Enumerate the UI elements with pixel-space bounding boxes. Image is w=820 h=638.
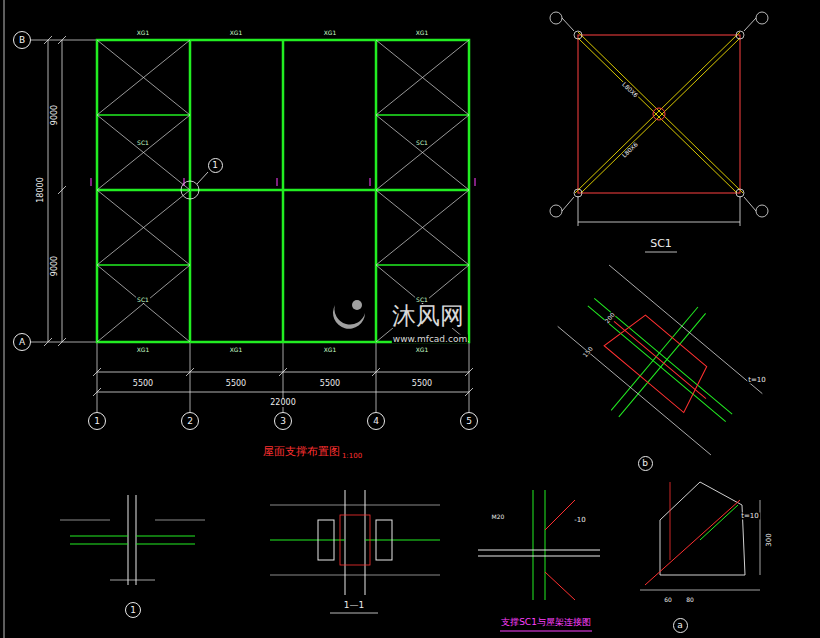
bubble-text: b xyxy=(642,459,648,468)
axis-bubble: b xyxy=(638,456,653,471)
axis-bubble: 2 xyxy=(181,412,199,430)
plate-note: t=10 xyxy=(747,377,767,384)
member-tag: XG1 xyxy=(415,347,430,353)
dimension: 5500 xyxy=(132,380,154,388)
member-tag: SC1 xyxy=(136,297,150,303)
member-tag: XG1 xyxy=(323,30,338,36)
dimension-lines xyxy=(44,36,473,396)
bolt-note: M20 xyxy=(491,514,506,520)
sc1-connection xyxy=(478,490,600,631)
bubble-text: 1 xyxy=(212,161,218,170)
sc1-detail xyxy=(550,12,768,252)
axis-bubble: 1 xyxy=(208,158,223,173)
axis-bubble: A xyxy=(13,333,31,351)
bubble-text: 3 xyxy=(280,417,286,426)
member-tag: XG1 xyxy=(136,30,151,36)
bracing-diagonals xyxy=(97,40,469,342)
sheet-border xyxy=(4,0,5,638)
dimension: 80 xyxy=(685,597,695,603)
member-tag: XG1 xyxy=(229,30,244,36)
scale-text: 1:100 xyxy=(341,453,363,460)
section-size: L80X6 xyxy=(620,81,639,100)
dimension: 18000 xyxy=(37,176,45,203)
detail-title: SC1 xyxy=(649,238,673,249)
section-1-1 xyxy=(270,490,440,613)
dimension: 200 xyxy=(603,311,616,325)
axis-bubble: 5 xyxy=(460,412,478,430)
axis-bubble: 1 xyxy=(88,412,106,430)
dimension: 22000 xyxy=(269,399,296,407)
detail-a xyxy=(640,482,760,590)
dimension: 150 xyxy=(581,345,594,359)
callout-leader xyxy=(181,172,208,199)
dimension: 9000 xyxy=(51,104,59,126)
axis-bubble: a xyxy=(673,618,688,633)
dimension: 5500 xyxy=(319,380,341,388)
drawing-title: 屋面支撑布置图 xyxy=(262,446,341,457)
axis-bubble: 1 xyxy=(125,602,141,618)
bubble-text: 1 xyxy=(94,417,100,426)
axis-lines xyxy=(31,40,469,412)
axis-bubble: B xyxy=(13,31,31,49)
watermark-logo xyxy=(333,300,365,329)
bubble-text: 2 xyxy=(187,417,193,426)
bubble-text: 5 xyxy=(466,417,472,426)
member-tag: XG1 xyxy=(323,347,338,353)
section-title: 1—1 xyxy=(343,601,365,610)
bubble-text: A xyxy=(19,338,25,347)
member-tag: XG1 xyxy=(415,30,430,36)
section-marks xyxy=(91,178,475,186)
axis-bubble: 3 xyxy=(274,412,292,430)
detail-1 xyxy=(60,495,205,585)
dimension: 9000 xyxy=(51,255,59,277)
member-tag: SC1 xyxy=(415,297,429,303)
member-tag: XG1 xyxy=(229,347,244,353)
bubble-text: B xyxy=(19,36,25,45)
bubble-text: a xyxy=(677,621,683,630)
bubble-text: 4 xyxy=(373,417,379,426)
member-tag: XG1 xyxy=(136,347,151,353)
watermark: www.mfcad.com xyxy=(392,335,468,344)
member-tag: SC1 xyxy=(136,140,150,146)
dimension: 5500 xyxy=(225,380,247,388)
plate-note: -10 xyxy=(573,517,586,524)
section-size: L80X6 xyxy=(620,141,639,160)
detail-title: 支撑SC1与屋架连接图 xyxy=(500,618,592,627)
detail-b xyxy=(538,246,778,478)
plate-note: t=10 xyxy=(740,513,760,520)
dimension: 60 xyxy=(663,597,673,603)
roof-members xyxy=(97,40,469,342)
axis-bubble: 4 xyxy=(367,412,385,430)
dimension: 300 xyxy=(766,532,773,547)
bubble-text: 1 xyxy=(130,606,136,615)
member-tag: SC1 xyxy=(415,140,429,146)
dimension: 5500 xyxy=(411,380,433,388)
watermark: 沐风网 xyxy=(391,304,465,328)
